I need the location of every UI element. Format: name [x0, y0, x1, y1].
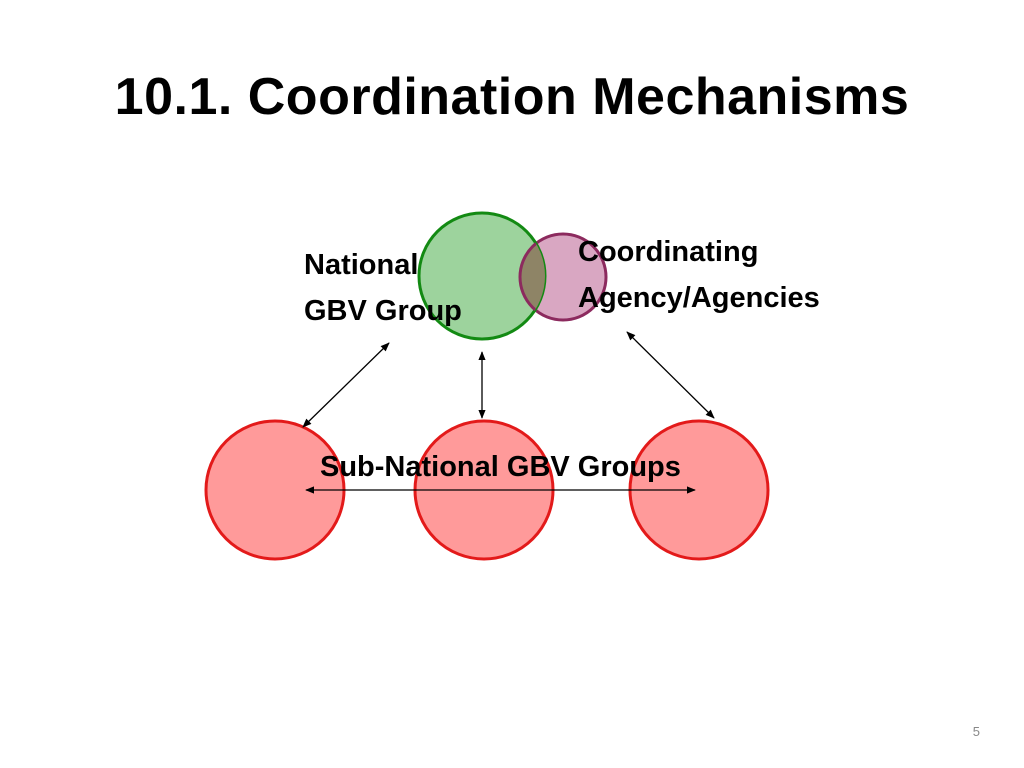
national-gbv-group-label: National GBV Group — [304, 242, 462, 334]
sub-national-groups-label: Sub-National GBV Groups — [320, 451, 681, 483]
slide-title: 10.1. Coordination Mechanisms — [114, 68, 910, 126]
coordinating-agency-label-line2: Agency/Agencies — [578, 282, 820, 314]
arrow-national-to-left-group — [302, 342, 390, 428]
page-number: 5 — [972, 724, 980, 739]
national-gbv-group-label-line2: GBV Group — [304, 295, 462, 327]
coordinating-agency-label-line1: Coordinating — [578, 236, 759, 268]
arrow-agency-to-right-group — [626, 331, 715, 419]
national-gbv-group-label-line1: National — [304, 249, 419, 281]
coordinating-agency-label: Coordinating Agency/Agencies — [578, 229, 820, 321]
